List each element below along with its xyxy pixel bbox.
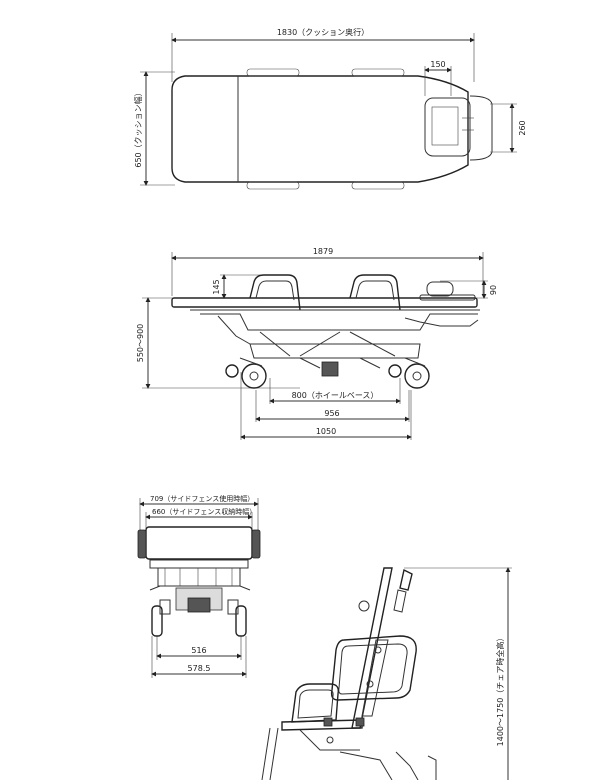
side-fence-right [349, 274, 401, 311]
top-view: 1830（クッション奥行） 650（クッション幅） 150 260 [133, 27, 527, 190]
dim-516: 516 [191, 646, 206, 655]
front-mattress [145, 526, 253, 560]
dim-fence-stow-width: 660（サイドフェンス収納時幅） [152, 507, 256, 516]
mattress-outline [171, 75, 469, 183]
dim-total-length: 1879 [313, 247, 333, 256]
side-fence-left [249, 274, 301, 311]
caster-left [241, 363, 267, 389]
dim-fence-height: 145 [212, 279, 221, 294]
side-mattress [171, 297, 478, 308]
dim-head-depth: 150 [430, 60, 445, 69]
dim-base-1050: 1050 [316, 427, 336, 436]
caster-right [404, 363, 430, 389]
dim-wheelbase: 800（ホイールベース） [292, 391, 379, 400]
chair-view: 1400～1750（チェア時全高） [261, 567, 512, 780]
dim-chair-height: 1400～1750（チェア時全高） [495, 634, 505, 747]
side-view: 1879 145 90 550～900 [136, 247, 498, 440]
dim-cushion-depth: 1830（クッション奥行） [277, 27, 369, 37]
dim-base-956: 956 [324, 409, 339, 418]
dim-fence-use-width: 709（サイドフェンス使用時幅） [150, 494, 254, 503]
front-view: 709（サイドフェンス使用時幅） 660（サイドフェンス収納時幅） 516 [137, 494, 261, 678]
dim-head-height: 260 [518, 120, 527, 135]
chair-fence-lower [291, 683, 340, 723]
dim-headrest-height: 90 [489, 285, 498, 295]
chair-fence-upper [330, 635, 417, 701]
dim-bed-height: 550～900 [136, 324, 145, 363]
dim-cushion-width: 650（クッション幅） [133, 88, 143, 167]
dim-578: 578.5 [188, 664, 211, 673]
